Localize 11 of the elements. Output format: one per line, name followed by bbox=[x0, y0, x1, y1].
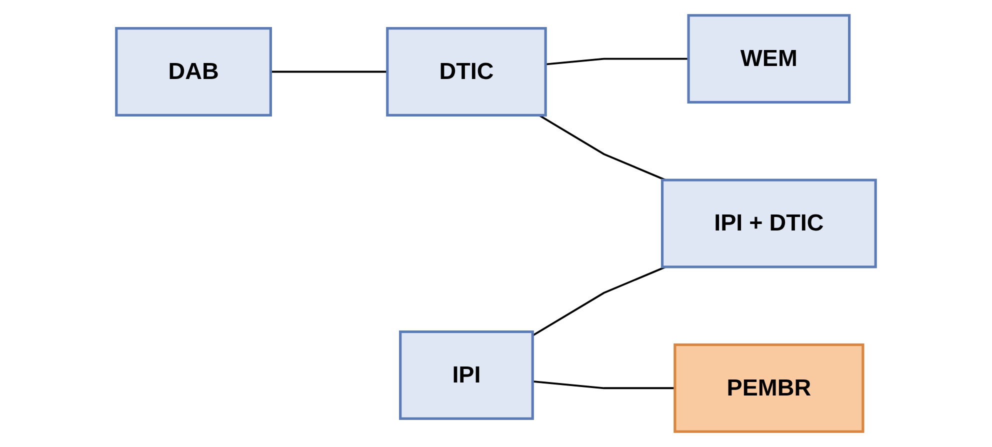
node-box: IPI + DTIC bbox=[660, 178, 877, 268]
node-box: WEM bbox=[687, 14, 851, 104]
connector bbox=[546, 58, 689, 66]
node-box: PEMBR bbox=[674, 343, 864, 433]
connector bbox=[270, 70, 388, 73]
connector bbox=[538, 114, 666, 181]
connector bbox=[532, 266, 666, 336]
node-box: DTIC bbox=[386, 27, 547, 117]
node-box: DAB bbox=[115, 27, 272, 117]
node-box: IPI bbox=[399, 330, 534, 420]
connector bbox=[532, 380, 675, 390]
